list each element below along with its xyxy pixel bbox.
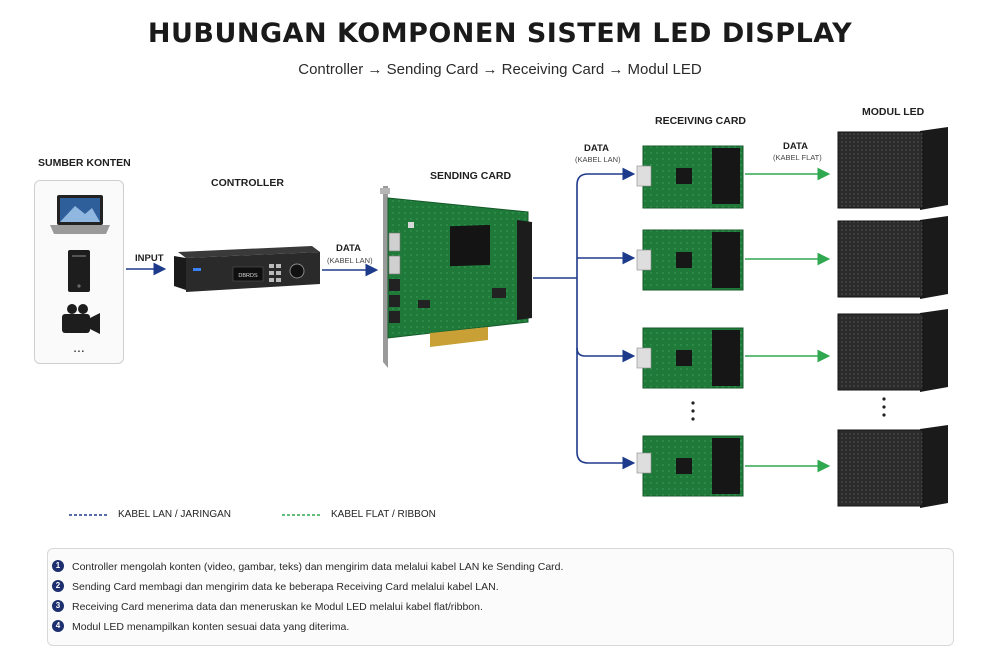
controller-label: CONTROLLER xyxy=(211,177,284,189)
data-flat-label: DATA xyxy=(783,141,808,152)
input-label: INPUT xyxy=(135,253,164,264)
note-number-4: 4 xyxy=(52,620,64,632)
laptop-icon xyxy=(50,195,110,234)
notes-panel: 1 Controller mengolah konten (video, gam… xyxy=(47,548,954,646)
legend-lan-label: KABEL LAN / JARINGAN xyxy=(118,509,231,520)
source-more-ellipsis: ... xyxy=(73,339,85,355)
note-item-1: 1 Controller mengolah konten (video, gam… xyxy=(52,560,564,573)
data-lan-label-2: DATA xyxy=(584,143,609,154)
legend-flat-label: KABEL FLAT / RIBBON xyxy=(331,509,436,520)
data-lan-label-1: DATA xyxy=(336,243,361,254)
note-item-4: 4 Modul LED menampilkan konten sesuai da… xyxy=(52,620,350,633)
page-title: HUBUNGAN KOMPONEN SISTEM LED DISPLAY xyxy=(147,18,853,49)
note-number-2: 2 xyxy=(52,580,64,592)
note-text-3: Receiving Card menerima data dan menerus… xyxy=(72,601,483,613)
data-lan-sublabel-1: (KABEL LAN) xyxy=(327,256,373,265)
led-module-3 xyxy=(837,309,948,392)
pc-tower-icon xyxy=(68,250,90,292)
receiving-card-4 xyxy=(636,435,744,497)
receiving-card-ellipsis xyxy=(691,401,695,421)
note-text-4: Modul LED menampilkan konten sesuai data… xyxy=(72,621,350,633)
led-module-ellipsis xyxy=(882,397,886,417)
note-item-2: 2 Sending Card membagi dan mengirim data… xyxy=(52,580,499,593)
video-camera-icon xyxy=(62,304,100,334)
lan-distribution-lines xyxy=(533,167,636,470)
note-number-3: 3 xyxy=(52,600,64,612)
controller-brand: DBRDS xyxy=(238,273,258,279)
sending-card-label: SENDING CARD xyxy=(430,170,512,182)
receiving-card-3 xyxy=(636,327,744,389)
modul-led-label: MODUL LED xyxy=(862,106,925,118)
receiving-card-1 xyxy=(636,145,744,209)
page-subtitle: Controller → Sending Card → Receiving Ca… xyxy=(298,61,702,78)
controller-device: DBRDS xyxy=(174,246,320,292)
led-module-4 xyxy=(837,425,948,508)
note-text-2: Sending Card membagi dan mengirim data k… xyxy=(72,581,499,593)
led-module-1 xyxy=(837,127,948,210)
data-lan-sublabel-2: (KABEL LAN) xyxy=(575,155,621,164)
flat-cable-arrows xyxy=(745,167,831,473)
sending-card xyxy=(380,186,532,368)
note-item-3: 3 Receiving Card menerima data dan mener… xyxy=(52,600,483,613)
receiving-card-label: RECEIVING CARD xyxy=(655,115,747,127)
source-label: SUMBER KONTEN xyxy=(38,157,131,169)
led-module-2 xyxy=(837,216,948,299)
note-text-1: Controller mengolah konten (video, gamba… xyxy=(72,561,564,573)
note-number-1: 1 xyxy=(52,560,64,572)
data-flat-sublabel: (KABEL FLAT) xyxy=(773,153,822,162)
receiving-card-2 xyxy=(636,229,744,291)
